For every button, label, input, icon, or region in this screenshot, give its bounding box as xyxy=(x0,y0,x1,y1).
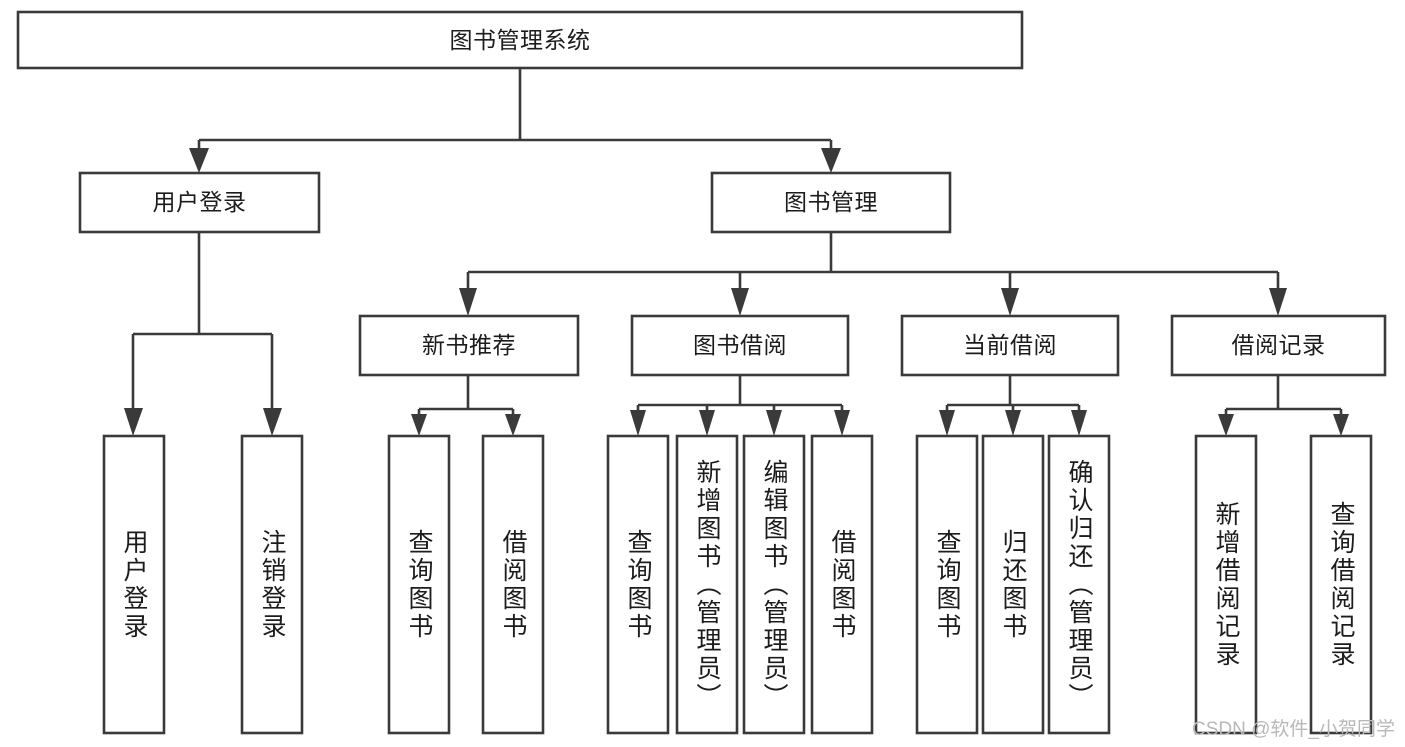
arrow-to-leaf-query-book-2 xyxy=(630,410,646,436)
leafbox-query-book-1[interactable] xyxy=(387,434,451,735)
arrow-to-leaf-query-book-3 xyxy=(939,410,955,436)
leafbox-query-book-2[interactable] xyxy=(606,434,670,735)
arrow-to-borrow-record xyxy=(1269,288,1287,316)
leafbox-query-book-3[interactable] xyxy=(915,434,979,735)
leafbox-add-book[interactable] xyxy=(675,434,739,735)
node-user-login[interactable] xyxy=(78,171,321,234)
leafbox-return-book[interactable] xyxy=(981,434,1045,735)
leafbox-user-logout[interactable] xyxy=(240,434,304,735)
node-book-manage[interactable] xyxy=(710,171,952,234)
arrow-to-new-book-recommend xyxy=(459,288,477,316)
arrow-to-leaf-query-record xyxy=(1333,414,1349,436)
arrow-to-leaf-add-record xyxy=(1218,414,1234,436)
arrow-to-leaf-query-book-1 xyxy=(411,414,427,436)
connector-layer xyxy=(124,68,1349,436)
node-borrow-record[interactable] xyxy=(1170,314,1387,377)
node-new-book-recommend[interactable] xyxy=(358,314,580,377)
arrow-to-user-login xyxy=(189,148,209,173)
node-book-borrow[interactable] xyxy=(630,314,850,377)
leafbox-edit-book[interactable] xyxy=(742,434,806,735)
leafbox-borrow-book-2[interactable] xyxy=(810,434,874,735)
node-current-borrow[interactable] xyxy=(900,314,1120,377)
leafbox-user-login[interactable] xyxy=(102,434,166,735)
arrow-to-leaf-borrow-book-2 xyxy=(834,410,850,436)
arrow-to-leaf-user-logout xyxy=(263,408,282,436)
node-root[interactable] xyxy=(16,10,1024,70)
arrow-to-leaf-user-login xyxy=(124,408,143,436)
arrow-to-leaf-confirm-return xyxy=(1071,410,1087,436)
arrow-to-book-borrow xyxy=(731,288,749,316)
node-box-layer xyxy=(16,10,1387,735)
arrow-to-book-manage xyxy=(821,148,841,173)
arrow-to-current-borrow xyxy=(1001,288,1019,316)
arrow-to-leaf-return-book xyxy=(1005,410,1021,436)
arrow-to-leaf-add-book xyxy=(699,410,715,436)
arrow-to-leaf-borrow-book-1 xyxy=(505,414,521,436)
leafbox-confirm-return[interactable] xyxy=(1047,434,1111,735)
arrow-to-leaf-edit-book xyxy=(766,410,782,436)
leafbox-add-record[interactable] xyxy=(1194,434,1258,735)
leafbox-borrow-book-1[interactable] xyxy=(481,434,545,735)
leafbox-query-record[interactable] xyxy=(1309,434,1373,735)
